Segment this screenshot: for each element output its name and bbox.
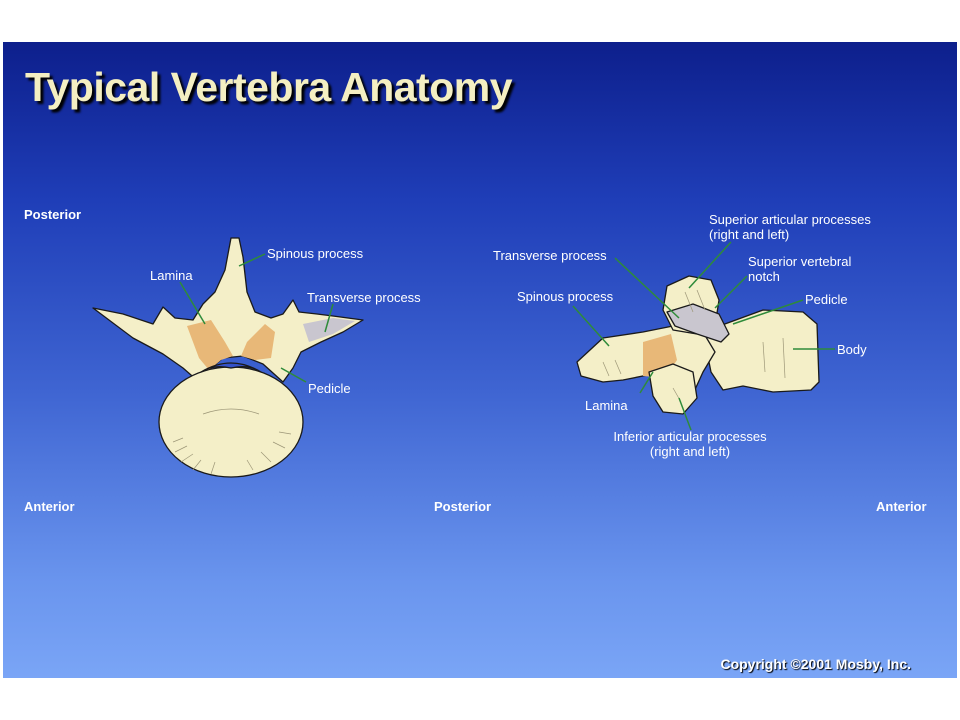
leader-superior-articular — [688, 241, 732, 289]
label-superior-articular-processes: Superior articular processes (right and … — [709, 212, 871, 242]
inferior-articular — [648, 363, 698, 415]
label-spinous-process: Spinous process — [267, 246, 364, 261]
page-title: Typical Vertebra Anatomy — [25, 64, 513, 110]
copyright-notice: Copyright ©2001 Mosby, Inc. — [720, 656, 911, 672]
label-superior-articular-line1: Superior articular processes — [709, 212, 871, 227]
superior-view-posterior-label: Posterior — [24, 207, 82, 222]
leader-superior-notch — [714, 275, 748, 309]
label-superior-notch-line1: Superior vertebral — [748, 254, 852, 269]
label-body: Body — [837, 342, 867, 357]
label-lateral-lamina: Lamina — [585, 398, 628, 413]
label-inferior-articular-processes: Inferior articular processes (right and … — [605, 429, 775, 459]
label-pedicle: Pedicle — [308, 381, 351, 396]
leader-transverse-process — [324, 303, 334, 333]
lateral-view-posterior-label: Posterior — [434, 499, 492, 514]
lateral-body — [702, 309, 820, 393]
label-lateral-pedicle: Pedicle — [805, 292, 848, 307]
leader-inferior-articular — [678, 397, 692, 431]
leader-lamina — [179, 281, 206, 325]
leader-lateral-lamina — [639, 371, 654, 394]
body-texture — [172, 408, 292, 475]
transverse-shading — [303, 318, 355, 342]
label-inferior-articular-line2: (right and left) — [649, 444, 731, 459]
leader-lateral-pedicle — [732, 299, 804, 325]
leader-lateral-transverse — [614, 257, 680, 319]
superior-view-anterior-label: Anterior — [24, 499, 75, 514]
leader-lines — [179, 241, 835, 431]
vertebral-body — [158, 366, 304, 478]
vertebral-foramen — [200, 362, 262, 373]
label-lateral-transverse-process: Transverse process — [493, 248, 607, 263]
lateral-view-vertebra — [576, 275, 820, 415]
label-inferior-articular-line1: Inferior articular processes — [613, 429, 767, 444]
lamina-shading — [187, 320, 233, 370]
slide: Typical Vertebra Anatomy — [3, 42, 957, 678]
label-transverse-process: Transverse process — [307, 290, 421, 305]
leader-lateral-spinous — [572, 305, 610, 347]
leader-spinous-process — [238, 253, 266, 267]
lateral-view-anterior-label: Anterior — [876, 499, 927, 514]
vertebra-diagram — [92, 237, 835, 478]
label-lamina: Lamina — [150, 268, 193, 283]
label-superior-articular-line2: (right and left) — [709, 227, 790, 242]
lateral-transverse — [666, 303, 730, 343]
label-lateral-spinous-process: Spinous process — [517, 289, 614, 304]
label-superior-vertebral-notch: Superior vertebral notch — [748, 254, 851, 284]
leader-pedicle — [280, 367, 307, 383]
superior-view-vertebra — [92, 237, 364, 478]
label-superior-notch-line2: notch — [748, 269, 780, 284]
lamina-shading-right — [241, 324, 275, 360]
